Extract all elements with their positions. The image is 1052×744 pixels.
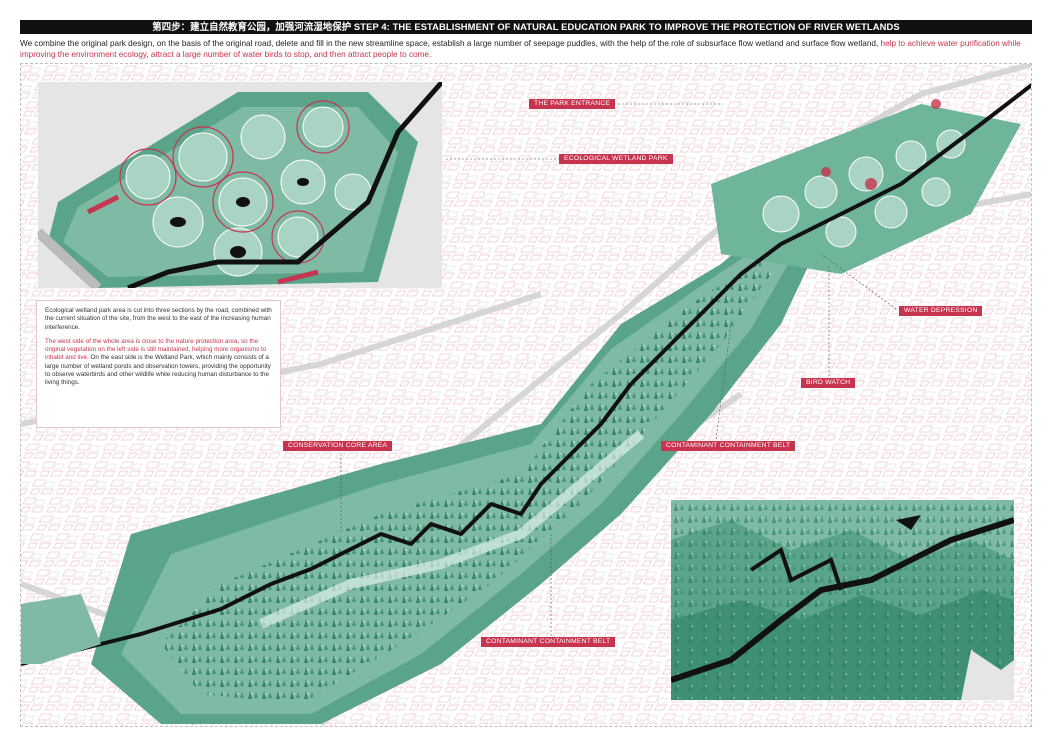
western-vegetation-patch	[21, 594, 101, 664]
description-rest: On the east side is the Wetland Park, wh…	[45, 354, 271, 387]
intro-highlight-text: help to achieve water purification while…	[20, 39, 1021, 59]
label-water-depression: WATER DEPRESSION	[899, 306, 983, 316]
wetland-corridor	[91, 214, 821, 724]
river	[21, 83, 1031, 666]
wetland-park-detail-drawing	[38, 82, 442, 288]
conservation-area-detail-drawing	[671, 500, 1014, 700]
intro-text: We combine the original park design, on …	[20, 39, 881, 48]
leader-lines	[340, 103, 897, 636]
conservation-area-detail-inset	[671, 500, 1014, 700]
ecological-wetland-park-area	[711, 99, 1021, 274]
label-contaminant-containment-belt-upper: CONTAMINANT CONTAINMENT BELT	[661, 441, 796, 451]
diagram-frame: THE PARK ENTRANCE ECOLOGICAL WETLAND PAR…	[20, 63, 1032, 727]
description-box: Ecological wetland park area is cut into…	[36, 300, 281, 428]
label-conservation-core-area: CONSERVATION CORE AREA	[283, 441, 393, 451]
wetland-park-detail-inset	[38, 82, 442, 288]
description-highlight: The west side of the whole area is close…	[45, 337, 267, 362]
page-title: 第四步：建立自然教育公园，加强河流湿地保护 STEP 4: THE ESTABL…	[20, 20, 1032, 34]
description-paragraph-2: The west side of the whole area is close…	[45, 338, 272, 388]
label-park-entrance: THE PARK ENTRANCE	[529, 99, 616, 109]
description-paragraph-1: Ecological wetland park area is cut into…	[45, 307, 272, 331]
label-contaminant-containment-belt-lower: CONTAMINANT CONTAINMENT BELT	[481, 637, 616, 647]
intro-paragraph: We combine the original park design, on …	[20, 38, 1032, 60]
label-bird-watch: BIRD WATCH	[801, 378, 856, 388]
label-ecological-wetland-park: ECOLOGICAL WETLAND PARK	[559, 154, 673, 164]
